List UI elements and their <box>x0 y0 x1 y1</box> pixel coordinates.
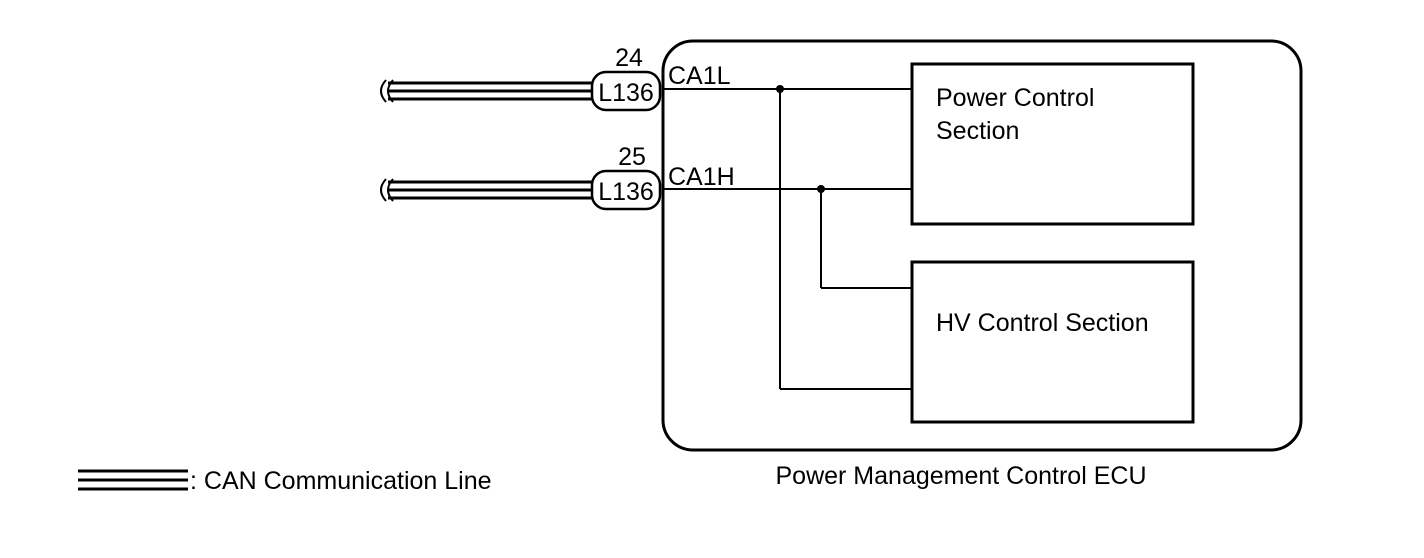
internal-wires <box>662 88 912 390</box>
pin-number-25: 25 <box>618 143 646 171</box>
can-line-24 <box>388 81 594 101</box>
legend-can-line-symbol <box>78 469 188 491</box>
connector-25: L136 25 CA1H <box>380 143 735 211</box>
can-line-25 <box>388 180 594 200</box>
power-control-section-label-line1: Power Control <box>936 84 1094 112</box>
legend: : CAN Communication Line <box>78 467 492 495</box>
break-mark-25 <box>380 178 394 202</box>
ecu-box <box>661 39 1303 452</box>
ecu-label: Power Management Control ECU <box>776 462 1147 490</box>
pin-number-24: 24 <box>615 44 643 72</box>
power-control-section-box <box>910 62 1195 226</box>
connector-body-25 <box>590 169 662 211</box>
terminal-label-ca1h: CA1H <box>668 163 735 191</box>
terminal-label-ca1l: CA1L <box>668 62 731 90</box>
connector-body-24 <box>590 70 662 112</box>
connector-label-25: L136 <box>598 178 654 206</box>
connector-label-24: L136 <box>598 79 654 107</box>
ca1h-junction-dot <box>817 185 825 193</box>
break-mark-24 <box>380 79 394 103</box>
hv-control-section-label: HV Control Section <box>936 309 1149 337</box>
legend-label: : CAN Communication Line <box>190 467 492 495</box>
power-control-section-label-line2: Section <box>936 117 1019 145</box>
connector-24: L136 24 CA1L <box>380 44 731 112</box>
hv-control-section-box <box>910 260 1195 424</box>
ca1l-junction-dot <box>776 85 784 93</box>
